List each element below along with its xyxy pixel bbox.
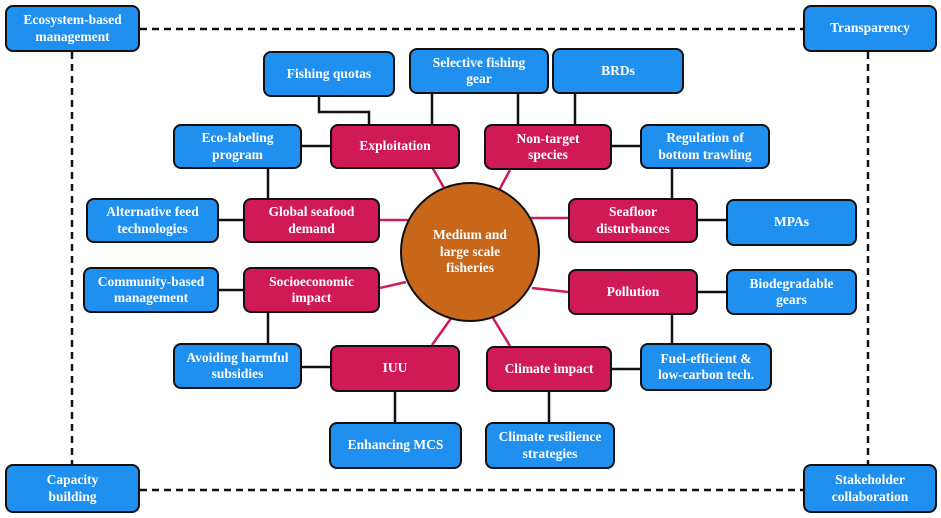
solution-community-label: Community-based management xyxy=(97,273,205,305)
solution-harmful-subsidies: Avoiding harmful subsidies xyxy=(173,343,302,389)
issue-climate-label: Climate impact xyxy=(504,360,594,376)
solution-resilience-label: Climate resilience strategies xyxy=(498,429,602,461)
solution-alternative-feed: Alternative feed technologies xyxy=(86,198,219,243)
solution-eco-labeling: Eco-labeling program xyxy=(173,124,302,169)
issue-exploitation: Exploitation xyxy=(330,124,460,169)
spoke-socioeconomic xyxy=(379,280,407,290)
issue-climate-impact: Climate impact xyxy=(486,346,612,392)
issue-seafloor-label: Seafloor disturbances xyxy=(596,204,670,236)
link-quotas xyxy=(317,97,371,124)
solution-climate-resilience: Climate resilience strategies xyxy=(485,422,615,469)
issue-global-demand-label: Global seafood demand xyxy=(268,204,355,236)
corner-capacity-label: Capacity building xyxy=(46,472,99,504)
issue-exploitation-label: Exploitation xyxy=(359,138,431,154)
solution-biodegradable-gears: Biodegradable gears xyxy=(726,269,857,315)
center-hub-fisheries: Medium and large scale fisheries xyxy=(400,182,540,322)
solution-enhancing-mcs: Enhancing MCS xyxy=(329,422,462,469)
corner-capacity-building: Capacity building xyxy=(5,464,140,513)
issue-iuu: IUU xyxy=(330,345,460,392)
corner-stakeholder-label: Stakeholder collaboration xyxy=(831,472,909,504)
solution-bottom-trawling: Regulation of bottom trawling xyxy=(640,124,770,169)
issue-seafloor-disturbances: Seafloor disturbances xyxy=(568,198,698,243)
center-hub-label: Medium and large scale fisheries xyxy=(433,226,507,276)
solution-bottom-trawling-label: Regulation of bottom trawling xyxy=(658,130,752,162)
issue-iuu-label: IUU xyxy=(382,360,408,376)
issue-global-seafood-demand: Global seafood demand xyxy=(243,198,380,243)
issue-socioeconomic-label: Socioeconomic impact xyxy=(269,273,354,305)
solution-fishing-quotas: Fishing quotas xyxy=(263,51,395,97)
spoke-iuu xyxy=(430,316,454,346)
issue-non-target-label: Non-target species xyxy=(516,130,580,162)
issue-pollution-label: Pollution xyxy=(606,283,660,299)
solution-mpas-label: MPAs xyxy=(774,214,809,230)
issue-pollution: Pollution xyxy=(568,269,698,315)
issue-non-target-species: Non-target species xyxy=(484,124,612,170)
solution-brds: BRDs xyxy=(552,48,684,94)
corner-transparency-label: Transparency xyxy=(830,20,910,36)
solution-fishing-quotas-label: Fishing quotas xyxy=(286,65,372,81)
solution-biodegradable-label: Biodegradable gears xyxy=(749,275,834,307)
solution-mcs-label: Enhancing MCS xyxy=(347,437,444,453)
solution-community-based: Community-based management xyxy=(83,267,219,313)
corner-ecosystem-label: Ecosystem-based management xyxy=(23,12,122,44)
solution-fuel-efficient: Fuel-efficient & low-carbon tech. xyxy=(640,343,772,391)
corner-ecosystem-based-management: Ecosystem-based management xyxy=(5,5,140,52)
solution-selective-gear-label: Selective fishing gear xyxy=(432,54,526,86)
corner-stakeholder-collaboration: Stakeholder collaboration xyxy=(803,464,937,513)
spoke-climate xyxy=(491,317,512,347)
solution-alt-feed-label: Alternative feed technologies xyxy=(106,204,199,236)
solution-fuel-efficient-label: Fuel-efficient & low-carbon tech. xyxy=(658,350,754,382)
spoke-pollution xyxy=(531,286,569,294)
solution-mpas: MPAs xyxy=(726,199,857,246)
corner-transparency: Transparency xyxy=(803,5,937,52)
issue-socioeconomic-impact: Socioeconomic impact xyxy=(243,267,380,313)
solution-selective-fishing-gear: Selective fishing gear xyxy=(409,48,549,94)
solution-brds-label: BRDs xyxy=(601,62,635,78)
solution-subsidies-label: Avoiding harmful subsidies xyxy=(186,349,289,381)
solution-eco-labeling-label: Eco-labeling program xyxy=(201,130,274,162)
